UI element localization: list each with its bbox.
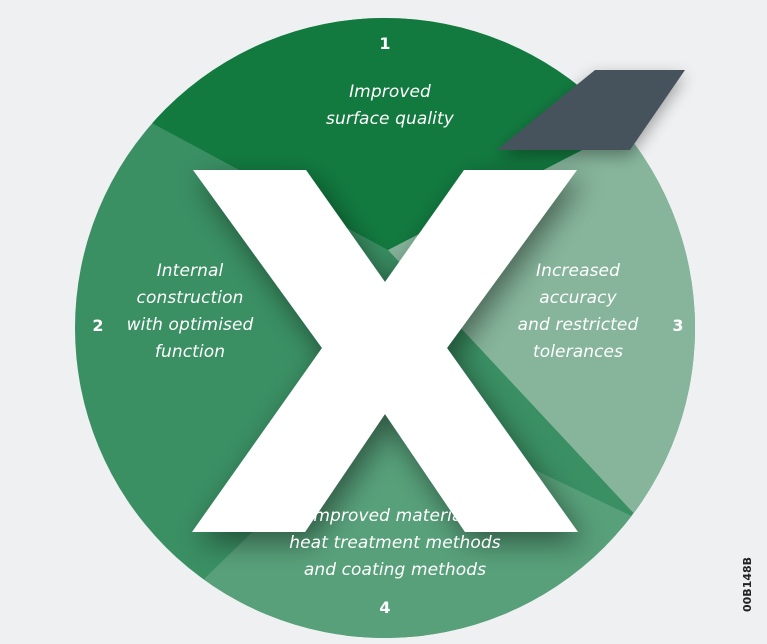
segment-4-line-1: Improved materials, [308,506,482,526]
segment-2-line-1: Internal [156,261,224,281]
segment-2-label: Internal construction with optimised fun… [110,258,270,366]
segment-4-line-3: and coating methods [303,560,487,580]
segment-2-line-4: function [154,342,226,362]
segment-2-line-3: with optimised [126,315,254,335]
segment-4-fill [205,400,640,638]
tab-shape [497,70,685,150]
figure-code: 00B148B [741,556,754,612]
segment-3-line-1: Increased [535,261,620,281]
segment-4-number: 4 [379,598,391,617]
segment-3-label: Increased accuracy and restricted tolera… [498,258,658,366]
segment-3-number: 3 [672,316,684,335]
segment-1-number: 1 [379,34,391,53]
segment-3-line-4: tolerances [532,342,624,362]
segment-3-line-2: accuracy [539,288,617,308]
segment-2-line-2: construction [136,288,244,308]
segment-4-label: Improved materials, heat treatment metho… [285,503,505,584]
segment-1-line-1: Improved [349,82,431,102]
segment-1-label: Improved surface quality [310,79,470,133]
segment-4-line-2: heat treatment methods [289,533,501,553]
segment-2-number: 2 [92,316,104,335]
center-x-mark [192,170,578,532]
segment-3-line-3: and restricted [517,315,639,335]
segment-1-line-2: surface quality [326,109,454,129]
